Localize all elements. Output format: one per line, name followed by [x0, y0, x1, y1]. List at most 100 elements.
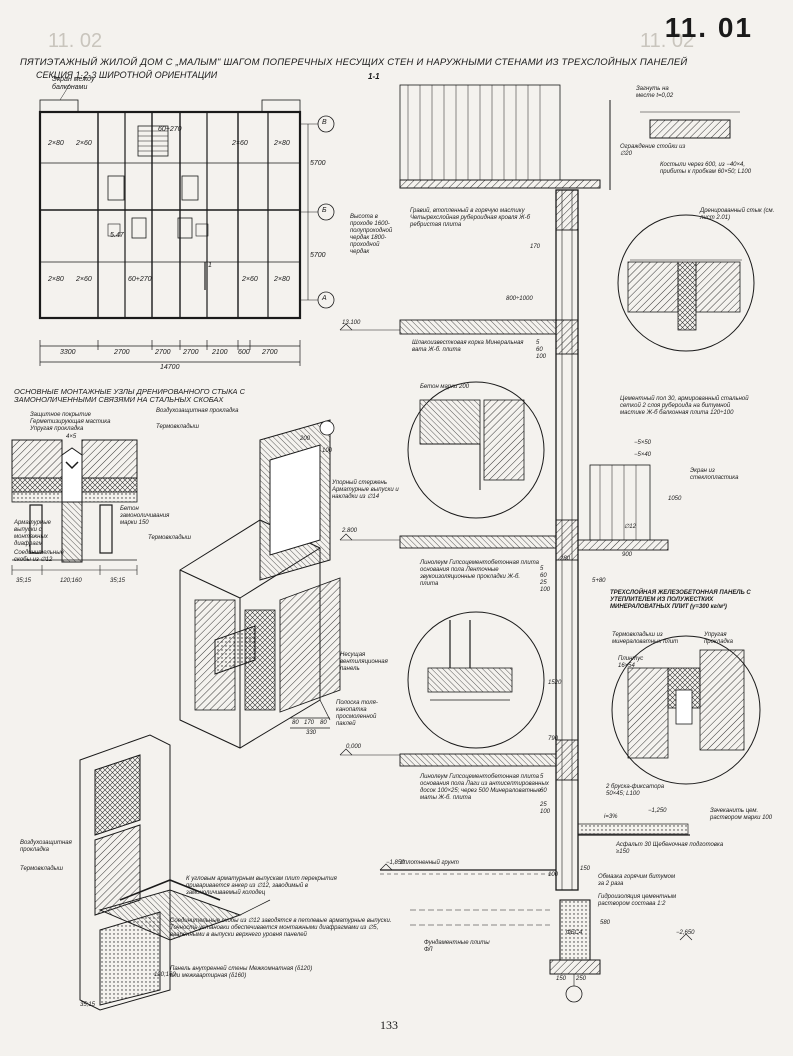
span-note: 800÷1000 — [506, 296, 533, 302]
thermo-min-note: Термовкладыш из минераловатных плит — [612, 632, 679, 645]
axis-b: Б — [322, 207, 327, 214]
dim-35-15-a: 35;15 — [16, 578, 32, 584]
ghost-sheet-number-right: 11. 02 — [640, 30, 695, 52]
iso-dim-330: 330 — [306, 730, 317, 736]
iso-thermo: Термовкладыш — [20, 866, 63, 872]
plan-screen-label: Экран между балконами — [52, 76, 95, 91]
plinth-note: Плинтус 16×54 — [618, 656, 644, 669]
roof-dim: 170 — [530, 244, 541, 250]
lino1-dim-5: 5 — [540, 566, 544, 572]
hydro-note: Гидроизоляция цементным раствором состав… — [598, 894, 677, 907]
lino2-dim-60: 60 — [540, 788, 547, 794]
level-2800: 2.800 — [342, 528, 358, 534]
win-2: 2×60 — [76, 140, 92, 147]
joint-node-left — [11, 439, 138, 575]
balcony-width: 900 — [622, 552, 633, 558]
nodes-title: ОСНОВНЫЕ МОНТАЖНЫЕ УЗЛЫ ДРЕНИРОВАННОГО С… — [14, 387, 246, 404]
lino1-dim-60: 60 — [540, 573, 547, 579]
foundation-note: Фундаментные плиты ФЛ — [424, 940, 490, 953]
win-8: 60+270 — [128, 276, 152, 283]
concrete200-note: Бетон марки 200 — [420, 384, 470, 390]
win-3: 60+270 — [158, 126, 182, 133]
plan-section-mark: 1 — [208, 262, 212, 269]
brackets-note: 2 бруска-фиксатора 50×45; L100 — [606, 784, 665, 797]
iso-air-gasket: Воздухозащитная прокладка — [20, 840, 72, 853]
note-air-gasket: Воздухозащитная прокладка — [156, 408, 239, 414]
crutch-note: Костыли через 600, из −40×4, прибиты к п… — [660, 162, 752, 175]
note-rebar: Арматурные выпуски с монтажных диафрагм — [14, 520, 51, 547]
slag-dim-60: 60 — [536, 347, 543, 353]
floor-plan — [38, 83, 335, 366]
slope-note: i=3% — [604, 814, 618, 820]
note-size: 4×5 — [66, 434, 77, 440]
iso-vent: Несущая вентиляционная панель — [340, 652, 388, 672]
screen-note: Экран из стеклопластика — [690, 468, 739, 481]
level-1850: −1,850 — [386, 860, 405, 866]
page-subtitle: СЕКЦИЯ 1·2·3 ШИРОТНОЙ ОРИЕНТАЦИИ — [36, 70, 218, 80]
iso-dim-100: 100 — [322, 448, 333, 454]
axis-v: В — [322, 119, 327, 126]
gasket-note: Упругая прокладка — [704, 632, 734, 645]
dim-2100: 2100 — [212, 349, 228, 356]
base-dim-150: 150 — [556, 976, 567, 982]
note-braces: Соединительные скобы из ∅12 — [14, 550, 64, 563]
roof-note: Гравий, втопленный в горячую мастику Чет… — [410, 208, 531, 228]
iso-strip: Полоска толя-канопатка просмоленной пакл… — [336, 700, 378, 727]
level-13100: 13.100 — [342, 320, 361, 326]
linoleum2-note: Линолеум Гипсоцементобетонная плита осно… — [420, 774, 549, 801]
base-dim-250: 250 — [576, 976, 587, 982]
sheet-number: 11. 01 — [664, 12, 753, 43]
section-1-1 — [339, 84, 761, 1003]
page-number: 133 — [380, 1018, 398, 1032]
win-7: 2×60 — [76, 276, 92, 283]
note-mastic: Герметизирующая мастика — [30, 419, 111, 425]
lino2-dim-100: 100 — [540, 809, 551, 815]
lino1-dim-100: 100 — [540, 587, 551, 593]
slag-dim-100: 100 — [536, 354, 547, 360]
dim-5700-b: 5700 — [310, 252, 326, 259]
plan-misc-547: 5.47 — [110, 232, 124, 239]
win-9: 2×60 — [242, 276, 258, 283]
cement-floor-note: Цементный пол 30, армированный стальной … — [620, 396, 749, 416]
slag-note: Шлакоизвестковая корка Минеральная вата … — [412, 340, 524, 353]
page-title: ПЯТИЭТАЖНЫЙ ЖИЛОЙ ДОМ С „МАЛЫМ" ШАГОМ ПО… — [20, 57, 688, 68]
three-layer-note: ТРЕХСЛОЙНАЯ ЖЕЛЕЗОБЕТОННАЯ ПАНЕЛЬ С УТЕП… — [610, 590, 751, 610]
bar-5x40: −5×40 — [634, 452, 652, 458]
linoleum1-note: Линолеум Гипсоцементобетонная плита осно… — [420, 560, 539, 587]
bar-5x50: −5×50 — [634, 440, 652, 446]
note-gasket: Упругая прокладка — [30, 426, 84, 432]
asphalt-note: Асфальт 30 Щебеночная подготовка ≥150 — [616, 842, 724, 855]
iso-inner-panel: Панель внутренней стены Межкомнатная (δ1… — [170, 966, 313, 979]
win-4: 2×60 — [232, 140, 248, 147]
dim-2700-b: 2700 — [155, 349, 171, 356]
lino1-dim-25: 25 — [540, 580, 547, 586]
iso-corner-note: К угловым арматурным выпускам плит перек… — [186, 876, 337, 896]
slag-dim-5: 5 — [536, 340, 540, 346]
iso-braces-note: Соединительные скобы из ∅12 заводятся в … — [170, 918, 392, 938]
win-10: 2×80 — [274, 276, 290, 283]
height-280: 280 — [560, 556, 571, 562]
dim-120-160: 120;160 — [60, 578, 82, 584]
note-protective: Защитное покрытие — [30, 412, 91, 418]
ghost-sheet-number: 11. 02 — [48, 30, 103, 52]
dim-600: 600 — [238, 349, 250, 356]
dim-2700-c: 2700 — [183, 349, 199, 356]
iso-dim-80-a: 80 — [292, 720, 299, 726]
level-1250: −1,250 — [648, 808, 667, 814]
d12-note: ∅12 — [624, 524, 636, 530]
soil-note: Уплотненный грунт — [400, 860, 459, 866]
axis-a: А — [322, 295, 327, 302]
caulk-note: Зачеканить цем. раствором марки 100 — [710, 808, 773, 821]
dim-35-15-b: 35;15 — [110, 578, 126, 584]
height-1520: 1520 — [548, 680, 562, 686]
bend-note: Загнуть на месте t=0,02 — [636, 86, 674, 99]
base-dim-150b: 150 — [580, 866, 591, 872]
lino2-dim-25: 25 — [540, 802, 547, 808]
dim-overall: 14700 — [160, 364, 180, 371]
win-6: 2×80 — [48, 276, 64, 283]
rail-height: 1050 — [668, 496, 682, 502]
win-5: 2×80 — [274, 140, 290, 147]
iso-dim-200: 200 — [300, 436, 311, 442]
isometric-node-upper — [179, 419, 341, 749]
